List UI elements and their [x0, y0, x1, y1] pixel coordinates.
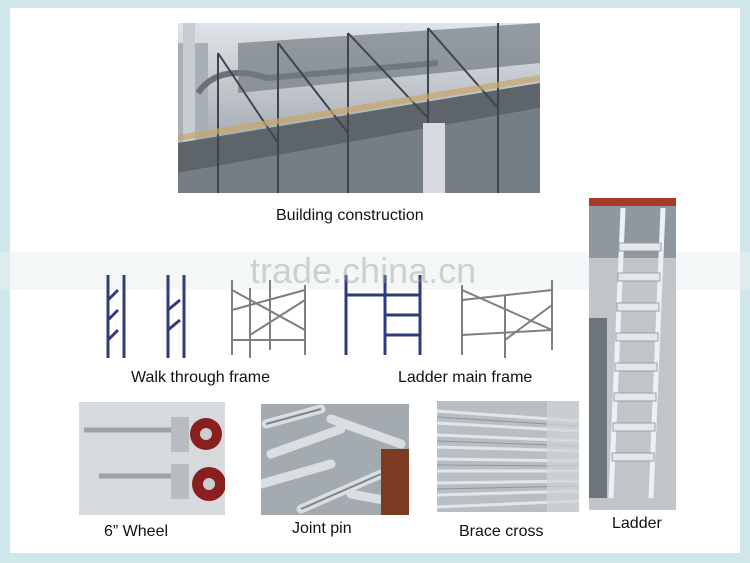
caption-ladder: Ladder	[612, 515, 662, 532]
watermark-text: trade.china.cn	[250, 250, 477, 291]
walk-through-frame-drawing	[100, 270, 320, 360]
caption-brace-cross: Brace cross	[459, 523, 544, 540]
ladder-main-frame-drawing	[340, 270, 560, 360]
joint-pin-photo	[261, 404, 409, 515]
ladder-photo	[589, 198, 676, 510]
caption-building-construction: Building construction	[276, 207, 424, 224]
brace-cross-photo	[437, 401, 579, 512]
caption-walk-through-frame: Walk through frame	[131, 369, 271, 386]
caption-joint-pin: Joint pin	[292, 520, 352, 537]
caption-wheel: 6” Wheel	[104, 523, 169, 540]
caption-ladder-main-frame: Ladder main frame	[398, 369, 533, 386]
wheel-photo	[79, 402, 225, 515]
building-construction-photo	[178, 23, 540, 193]
